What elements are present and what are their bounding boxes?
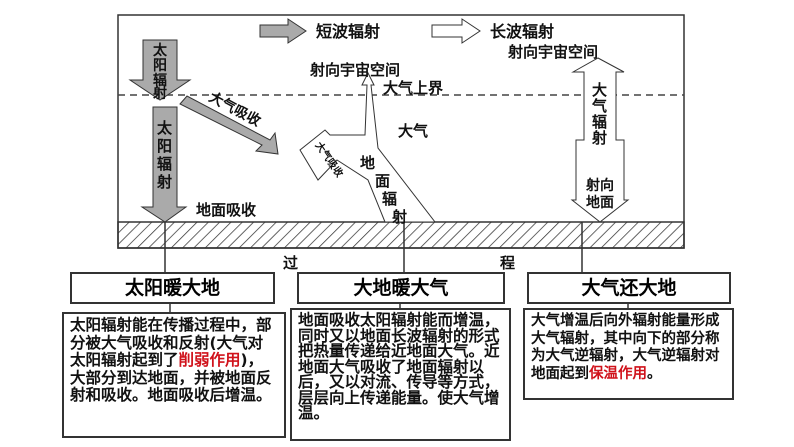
stage-1-title: 太阳暖大地 bbox=[70, 272, 275, 304]
atmosphere-label: 大气 bbox=[398, 122, 428, 140]
stage-3-highlight: 保温作用 bbox=[589, 365, 647, 382]
atmos-radiation-label: 大气辐射 bbox=[591, 81, 607, 147]
long-wave-legend-label: 长波辐射 bbox=[490, 22, 554, 41]
atmos-top-label: 大气上界 bbox=[383, 79, 443, 97]
stage-1-text-end: )，大部分到达地面，并被地面反射和吸收。地面吸收后增温。 bbox=[70, 351, 272, 404]
stage-3-title: 大气还大地 bbox=[527, 272, 731, 304]
ground-radiation-label: 地面辐射 bbox=[360, 154, 407, 226]
stage-1-highlight: 削弱作用 bbox=[178, 351, 241, 369]
solar-radiation-top-label: 太阳辐射 bbox=[152, 42, 168, 102]
atmos-absorb-arrow-icon bbox=[179, 95, 279, 155]
stage-2-description: 地面吸收太阳辐射能而增温，同时又以地面长波辐射的形式把热量传递给近地面大气。近地… bbox=[290, 308, 511, 441]
stage-2-title: 大地暖大气 bbox=[297, 272, 505, 304]
solar-radiation-arrow-icon bbox=[128, 39, 192, 101]
ground-hatch bbox=[117, 221, 685, 249]
atmos-radiation-arrow-icon bbox=[570, 57, 630, 223]
short-wave-legend-icon bbox=[259, 18, 307, 44]
to-ground-label: 射向地面 bbox=[586, 178, 614, 211]
stage-3-description: 大气增温后向外辐射能量形成大气辐射，其中向下的部分称为大气逆辐射，大气逆辐射对地… bbox=[523, 308, 734, 400]
stage-3-text-end: 。 bbox=[647, 365, 662, 382]
short-wave-legend-label: 短波辐射 bbox=[316, 22, 380, 41]
process-label-2: 程 bbox=[500, 254, 515, 272]
to-space-label-2: 射向宇宙空间 bbox=[507, 43, 598, 61]
to-space-label-1: 射向宇宙空间 bbox=[309, 61, 400, 79]
stage-2-text: 地面吸收太阳辐射能而增温，同时又以地面长波辐射的形式把热量传递给近地面大气。近地… bbox=[298, 311, 500, 422]
stage-3-text: 大气增温后向外辐射能量形成大气辐射，其中向下的部分称为大气逆辐射，大气逆辐射对地… bbox=[531, 313, 720, 382]
ground-radiation-arrow-icon bbox=[299, 71, 437, 223]
solar-radiation-lower-label: 太阳辐射 bbox=[156, 119, 173, 191]
ground-absorb-label: 地面吸收 bbox=[196, 201, 256, 219]
long-wave-legend-icon bbox=[431, 18, 481, 44]
solar-radiation-ground-arrow-icon bbox=[140, 106, 188, 223]
stage-1-text: 太阳辐射能在传播过程中，部分被大气吸收和反射(大气对太阳辐射起到了 bbox=[70, 316, 272, 369]
process-label-1: 过 bbox=[283, 254, 298, 272]
stage-1-description: 太阳辐射能在传播过程中，部分被大气吸收和反射(大气对太阳辐射起到了削弱作用)，大… bbox=[62, 312, 286, 438]
